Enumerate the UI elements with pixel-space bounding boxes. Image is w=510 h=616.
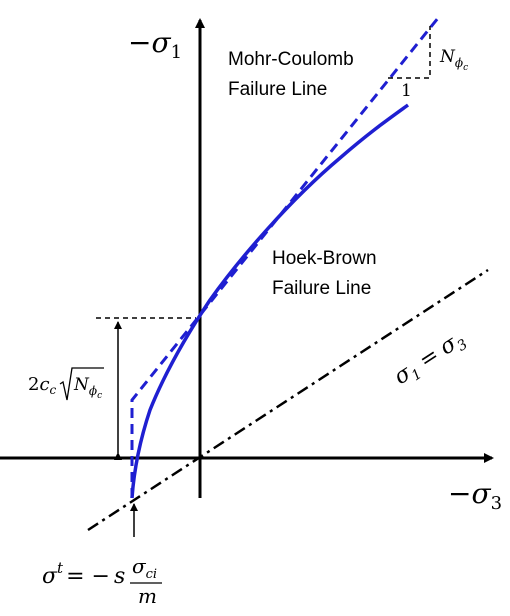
svg-text:2cc: 2cc: [28, 374, 57, 397]
y-axis-label: −σ1: [128, 26, 182, 63]
equality-line: [87, 268, 489, 532]
svg-text:σt= −s: σt= −s: [42, 559, 125, 589]
hoek-brown-label-line1: Hoek-Brown: [272, 248, 377, 269]
slope-label: Nϕc: [439, 47, 468, 73]
sqrt-sign: [59, 367, 104, 401]
slope-run-label: 1: [401, 81, 412, 101]
svg-text:m: m: [138, 584, 157, 608]
svg-text:σci: σci: [132, 554, 157, 582]
x-axis-label: −σ3: [448, 477, 502, 514]
mohr-coulomb-line: [130, 17, 440, 498]
mohr-coulomb-label-line2: Failure Line: [228, 79, 327, 100]
svg-text:Nϕc: Nϕc: [73, 375, 102, 401]
svg-text:σ1=σ3: σ1=σ3: [390, 326, 471, 392]
equality-line-label: σ1=σ3: [390, 326, 471, 392]
slope-triangle: [388, 26, 431, 79]
tension-cutoff-label: σt= −s σci m: [42, 554, 162, 608]
hoek-brown-label-line2: Failure Line: [272, 278, 371, 299]
hoek-brown-curve: [130, 103, 410, 499]
mohr-coulomb-label-line1: Mohr-Coulomb: [228, 49, 354, 70]
intercept-label: 2cc Nϕc: [28, 367, 104, 401]
